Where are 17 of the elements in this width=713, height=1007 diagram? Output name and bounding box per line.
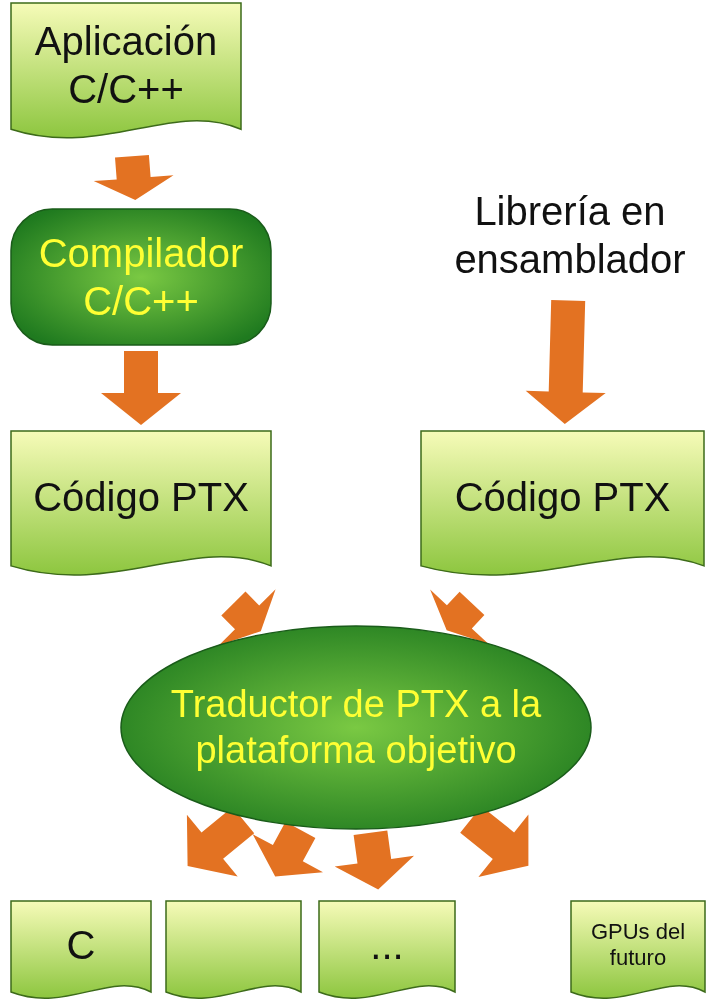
node-label: Compilador C/C++	[37, 230, 245, 325]
block-arrow	[101, 351, 181, 425]
node-label: Traductor de PTX a la plataforma objetivo	[169, 681, 543, 773]
node-label: GPUs del futuro	[589, 919, 687, 972]
block-arrow	[93, 155, 174, 200]
node-label: Librería en ensamblador	[453, 188, 687, 283]
process-ellipse	[120, 625, 592, 830]
node-label: Aplicación C/C++	[33, 17, 219, 113]
node-label: C	[65, 922, 97, 970]
node-label: Código PTX	[453, 474, 672, 522]
block-arrow	[430, 589, 489, 645]
node-label: Código PTX	[32, 474, 250, 522]
block-arrow	[525, 300, 606, 424]
block-arrow	[334, 830, 414, 890]
node-label: ...	[369, 922, 405, 970]
block-arrow	[218, 589, 276, 646]
process-box	[10, 208, 272, 346]
